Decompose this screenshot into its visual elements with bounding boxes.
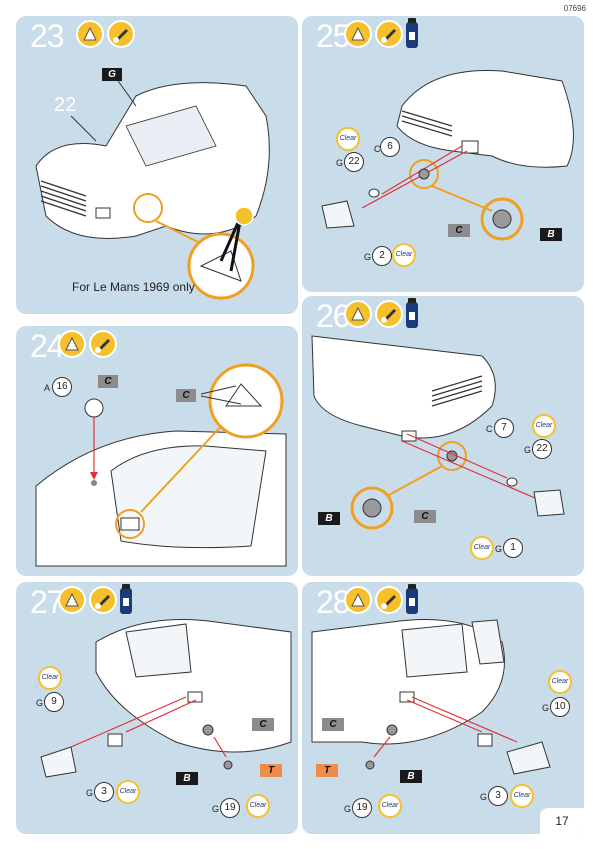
- flag-c: C: [98, 375, 118, 388]
- flag-b: B: [400, 770, 422, 783]
- clear-badge: Clear: [392, 243, 416, 267]
- step-icons: [58, 584, 132, 614]
- glue-icon: [58, 586, 86, 614]
- step-25-panel: 25 C 6 Clear G 22 G 2 Clear C B: [302, 16, 584, 292]
- step-26-panel: 26 C 7 Clear G 22 Clear G 1 B C: [302, 296, 584, 576]
- part-g-1-letter: G: [495, 544, 503, 554]
- step-icons: [76, 20, 135, 48]
- clear-badge: Clear: [532, 414, 556, 438]
- step-24-panel: 24 A 16 C C: [16, 326, 298, 576]
- step-icons: [58, 330, 117, 358]
- glue-icon: [58, 330, 86, 358]
- step-27-illustration: [40, 619, 292, 778]
- paint-bottle-icon: [406, 584, 418, 614]
- part-g-2-num: 2: [372, 246, 392, 266]
- brush-icon: [375, 300, 403, 328]
- flag-c: C: [414, 510, 436, 523]
- step-23-panel: 23 G 22 For Le Mans 1969 only: [16, 16, 298, 314]
- part-g-19-num: 19: [220, 798, 240, 818]
- part-g-3-letter: G: [480, 792, 488, 802]
- clear-badge: Clear: [510, 784, 534, 808]
- part-g-3-num: 3: [94, 782, 114, 802]
- part-g-2-letter: G: [364, 252, 372, 262]
- part-a-16-num: 16: [52, 377, 72, 397]
- part-a-16-letter: A: [44, 383, 51, 393]
- flag-g: G: [102, 68, 122, 81]
- note-le-mans: For Le Mans 1969 only: [72, 280, 195, 294]
- step-28-illustration: [311, 619, 551, 775]
- part-g-22-num: 22: [344, 152, 364, 172]
- part-g-10-letter: G: [542, 703, 550, 713]
- part-c-6-num: 6: [380, 137, 400, 157]
- flag-b: B: [176, 772, 198, 785]
- part-g-10-num: 10: [550, 697, 570, 717]
- part-g-22-letter: G: [524, 445, 532, 455]
- clear-badge: Clear: [548, 670, 572, 694]
- step-25-illustration: [321, 69, 574, 241]
- step-icons: [344, 584, 418, 614]
- step-icons: [344, 298, 418, 328]
- clear-badge: Clear: [378, 794, 402, 818]
- paint-bottle-icon: [120, 584, 132, 614]
- brush-icon: [107, 20, 135, 48]
- part-g-9-num: 9: [44, 692, 64, 712]
- brush-icon: [89, 330, 117, 358]
- step-23-illustration: [35, 70, 270, 300]
- flag-c: C: [448, 224, 470, 237]
- part-c-6-letter: C: [374, 144, 381, 154]
- step-27-panel: 27 Clear G 9 G 3 Clear G 19 Clear C B T: [16, 582, 298, 834]
- glue-icon: [76, 20, 104, 48]
- step-number: 23: [30, 18, 65, 54]
- part-g-3-num: 3: [488, 786, 508, 806]
- flag-t: T: [260, 764, 282, 777]
- step-icons: [344, 18, 418, 48]
- glue-icon: [344, 300, 372, 328]
- part-c-7-letter: C: [486, 424, 493, 434]
- part-g-22-letter: G: [336, 158, 344, 168]
- clear-badge: Clear: [38, 666, 62, 690]
- part-g-9-letter: G: [36, 698, 44, 708]
- paint-bottle-icon: [406, 18, 418, 48]
- brush-icon: [375, 586, 403, 614]
- glue-icon: [344, 586, 372, 614]
- clear-badge: Clear: [470, 536, 494, 560]
- part-g-22-num: 22: [532, 439, 552, 459]
- page-number: 17: [540, 808, 584, 834]
- flag-c: C: [176, 389, 196, 402]
- brush-icon: [89, 586, 117, 614]
- part-g-19-letter: G: [344, 804, 352, 814]
- flag-t: T: [316, 764, 338, 777]
- clear-badge: Clear: [116, 780, 140, 804]
- step-24-illustration: [35, 363, 287, 567]
- part-g-19-letter: G: [212, 804, 220, 814]
- brush-icon: [375, 20, 403, 48]
- part-label-22: 22: [54, 94, 77, 116]
- clear-badge: Clear: [336, 127, 360, 151]
- clear-badge: Clear: [246, 794, 270, 818]
- part-g-1-num: 1: [503, 538, 523, 558]
- step-28-panel: 28 Clear G 10 G 3 Clear G 19 Clear C T B…: [302, 582, 584, 834]
- paint-bottle-icon: [406, 298, 418, 328]
- document-code: 07696: [563, 4, 586, 13]
- flag-b: B: [540, 228, 562, 241]
- part-g-3-letter: G: [86, 788, 94, 798]
- part-c-7-num: 7: [494, 418, 514, 438]
- flag-c: C: [322, 718, 344, 731]
- flag-b: B: [318, 512, 340, 525]
- part-g-19-num: 19: [352, 798, 372, 818]
- step-26-illustration: [311, 335, 565, 530]
- glue-icon: [344, 20, 372, 48]
- flag-c: C: [252, 718, 274, 731]
